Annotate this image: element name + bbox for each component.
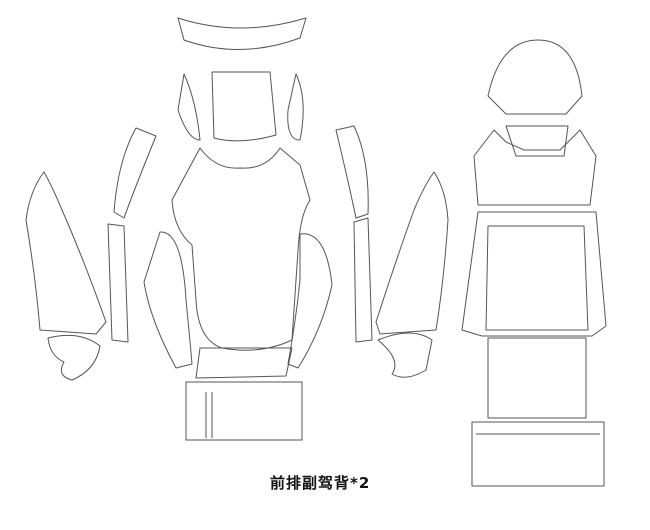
seatback-left-bolster xyxy=(143,231,193,369)
right-bottom-pocket xyxy=(471,421,605,487)
right-seatback-frame xyxy=(461,211,607,337)
seatback-main-panel xyxy=(171,147,311,351)
right-headrest-insert xyxy=(505,125,569,157)
right-bottom-curl xyxy=(377,332,433,378)
right-upper-back xyxy=(473,129,597,206)
headrest-top-strip xyxy=(177,17,307,51)
outer-left-side-panel xyxy=(25,171,107,335)
headrest-left-side xyxy=(177,73,201,141)
seat-pocket-panel xyxy=(185,381,303,441)
right-seatback-inner xyxy=(485,225,589,331)
side-strip-right xyxy=(353,217,373,343)
right-headrest xyxy=(487,39,583,115)
seatback-right-outer xyxy=(335,125,369,219)
right-seat-cushion xyxy=(487,337,587,419)
seatback-right-bolster xyxy=(287,233,333,369)
seat-pocket-seam xyxy=(205,392,213,438)
side-strip-left xyxy=(107,223,129,343)
headrest-right-side xyxy=(287,73,304,141)
diagram-caption: 前排副驾背*2 xyxy=(270,474,371,492)
headrest-center-panel xyxy=(211,71,277,142)
outer-right-side-panel xyxy=(375,171,449,335)
left-bottom-curl xyxy=(47,334,101,381)
seatback-lower-panel xyxy=(195,347,293,379)
seatback-left-outer xyxy=(113,127,157,219)
